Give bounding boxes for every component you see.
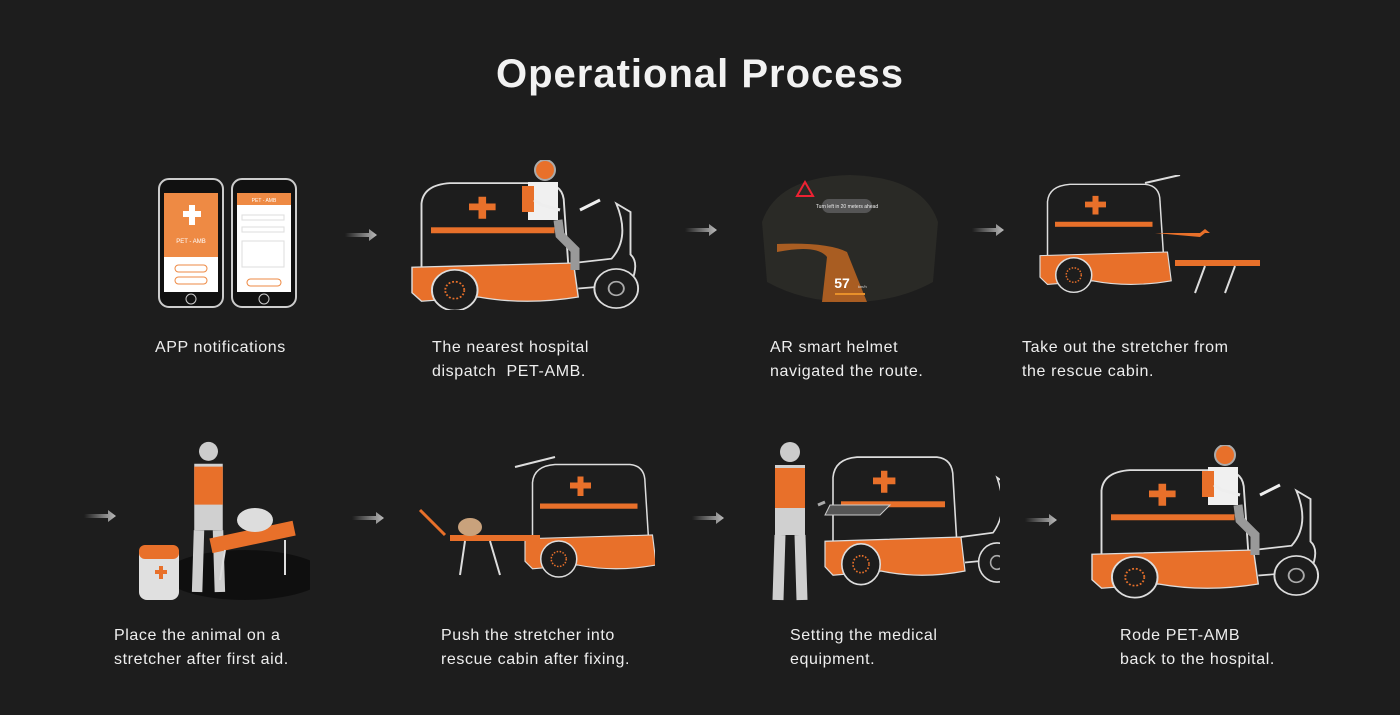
return-vehicle-illustration (1091, 445, 1320, 599)
caption-line: Setting the medical (790, 627, 938, 644)
caption-line: dispatch PET-AMB. (432, 363, 586, 380)
animal-on-stretcher-illustration (139, 440, 310, 600)
step-caption: APP notifications (155, 336, 286, 360)
caption-line: navigated the route. (770, 363, 924, 380)
push-stretcher-illustration (418, 456, 655, 578)
helmet-speed: 57 (834, 275, 850, 291)
helmet-notice: Turn left in 20 meters ahead (816, 204, 879, 210)
caption-line: Rode PET-AMB (1120, 627, 1241, 644)
arrow-right-icon (685, 224, 717, 236)
arrow-right-icon (352, 512, 384, 524)
step-caption: Take out the stretcher from the rescue ca… (1022, 336, 1229, 384)
caption-line: back to the hospital. (1120, 651, 1275, 668)
caption-line: The nearest hospital (432, 339, 589, 356)
step-caption: Rode PET-AMB back to the hospital. (1120, 624, 1275, 672)
caption-line: Push the stretcher into (441, 627, 615, 644)
medical-equipment-illustration (760, 440, 1000, 610)
caption-line: stretcher after first aid. (114, 651, 289, 668)
app-brand: PET - AMB (176, 239, 206, 245)
helmet-speed-unit: km/h (858, 284, 867, 289)
dispatch-vehicle-illustration (411, 160, 640, 310)
arrow-right-icon (84, 510, 116, 522)
arrow-right-icon (692, 512, 724, 524)
caption-line: equipment. (790, 651, 876, 668)
arrow-right-icon (1025, 514, 1057, 526)
arrow-right-icon (345, 229, 377, 241)
stretcher-out-illustration (1039, 175, 1260, 294)
page-title: Operational Process (495, 52, 905, 96)
caption-line: the rescue cabin. (1022, 363, 1155, 380)
step-caption: AR smart helmet navigated the route. (770, 336, 923, 384)
arrow-right-icon (972, 224, 1004, 236)
caption-line: rescue cabin after fixing. (441, 651, 631, 668)
step-caption: Place the animal on a stretcher after fir… (114, 624, 289, 672)
app-phones-illustration: PET - AMB PET - AMB (158, 178, 297, 308)
caption-line: APP notifications (155, 339, 286, 356)
app-form-header: PET - AMB (252, 198, 277, 204)
caption-line: AR smart helmet (770, 339, 899, 356)
step-caption: Push the stretcher into rescue cabin afte… (441, 624, 630, 672)
step-caption: Setting the medical equipment. (790, 624, 937, 672)
caption-line: Place the animal on a (114, 627, 281, 644)
step-caption: The nearest hospital dispatch PET-AMB. (432, 336, 589, 384)
ar-helmet-view-illustration: Turn left in 20 meters ahead 57 km/h (762, 175, 938, 302)
caption-line: Take out the stretcher from (1022, 339, 1229, 356)
